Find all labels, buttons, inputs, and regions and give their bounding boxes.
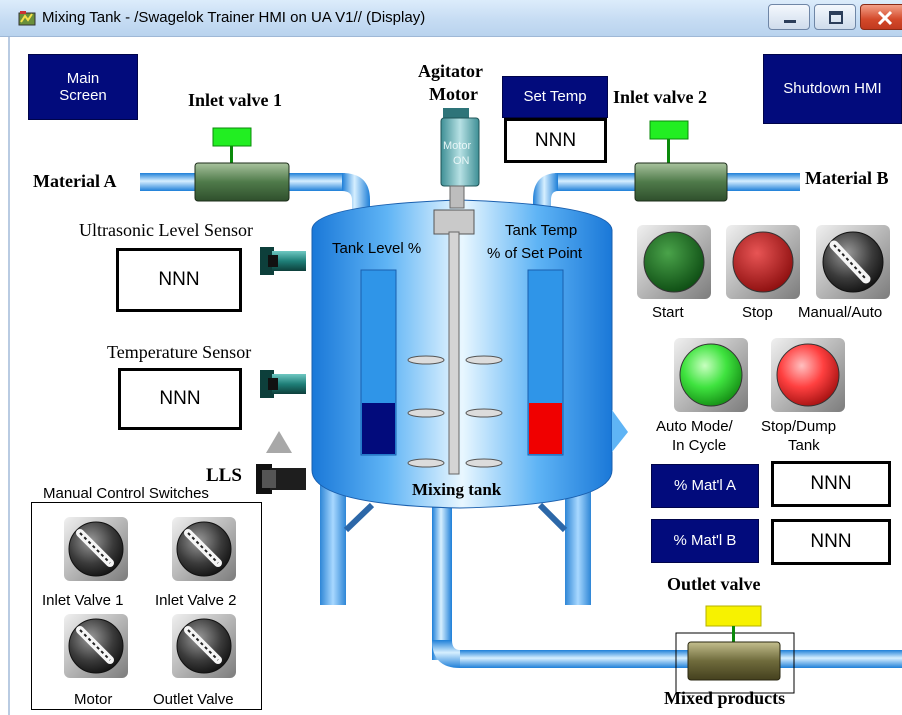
mixed-products-label: Mixed products — [664, 688, 786, 708]
outlet-pipe-horizontal — [460, 650, 902, 668]
window-title: Mixing Tank - /Swagelok Trainer HMI on U… — [42, 9, 426, 26]
close-icon — [877, 10, 893, 26]
agitator-blade — [465, 458, 503, 468]
start-button[interactable] — [637, 225, 711, 299]
mat-b-display: NNN — [771, 519, 891, 565]
inlet-valve-1-stem — [230, 146, 233, 164]
outlet-valve-indicator — [705, 605, 762, 627]
shutdown-hmi-button[interactable]: Shutdown HMI — [763, 54, 902, 124]
tank-leg-brace-right — [537, 502, 568, 533]
lls-label: LLS — [206, 465, 242, 486]
temperature-sensor-icon — [260, 370, 306, 398]
temperature-display: NNN — [118, 368, 242, 430]
stop-dump-indicator-light — [771, 338, 845, 412]
window-frame-left — [8, 37, 10, 715]
agitator-blade — [465, 408, 503, 418]
manual-switches-title: Manual Control Switches — [43, 485, 209, 502]
ultrasonic-level-display: NNN — [116, 248, 242, 312]
agitator-motor-label-1: Agitator — [418, 61, 483, 81]
main-screen-button[interactable]: Main Screen — [28, 54, 138, 120]
agitator-shaft — [448, 231, 460, 475]
set-temp-button[interactable]: Set Temp — [502, 76, 608, 118]
motor-on-label-1: Motor — [443, 140, 472, 152]
inlet-valve-1-switch[interactable] — [64, 517, 128, 581]
inlet-valve-1-switch-label: Inlet Valve 1 — [42, 592, 124, 609]
hmi-app-icon — [18, 11, 36, 26]
stop-dump-label-1: Stop/Dump — [761, 418, 837, 435]
agitator-blade — [465, 355, 503, 365]
inlet-valve-1-label: Inlet valve 1 — [188, 90, 282, 110]
outlet-valve-switch-label: Outlet Valve — [153, 691, 234, 708]
outlet-valve-body[interactable] — [687, 641, 781, 681]
inlet-valve-2-label: Inlet valve 2 — [613, 87, 707, 107]
close-button[interactable] — [860, 4, 902, 30]
tank-temp-label-2: % of Set Point — [487, 245, 583, 262]
manual-auto-label: Manual/Auto — [798, 304, 883, 321]
mat-a-display: NNN — [771, 461, 891, 507]
pct-mat-a-button[interactable]: % Mat'l A — [651, 464, 759, 508]
material-a-label: Material A — [33, 171, 117, 191]
set-temp-display: NNN — [504, 118, 607, 163]
maximize-button[interactable] — [814, 4, 856, 30]
motor-switch-label: Motor — [74, 691, 113, 708]
outlet-pipe-down — [432, 480, 452, 660]
inlet-valve-2-indicator — [649, 120, 689, 140]
motor-on-label-2: ON — [453, 155, 470, 167]
start-label: Start — [652, 304, 684, 321]
agitator-blade — [407, 458, 445, 468]
inlet-valve-2-switch-label: Inlet Valve 2 — [155, 592, 237, 609]
tank-temp-label-1: Tank Temp — [505, 222, 578, 239]
material-b-label: Material B — [805, 168, 889, 188]
ultrasonic-sensor-label: Ultrasonic Level Sensor — [79, 220, 253, 240]
title-bar[interactable]: Mixing Tank - /Swagelok Trainer HMI on U… — [0, 0, 902, 37]
outlet-valve-switch[interactable] — [172, 614, 236, 678]
maximize-icon — [829, 11, 843, 24]
minimize-button[interactable] — [768, 4, 810, 30]
stop-button[interactable] — [726, 225, 800, 299]
inlet-valve-1-body[interactable] — [194, 162, 290, 202]
tank-level-label: Tank Level % — [332, 240, 422, 257]
ultrasonic-sensor-icon — [260, 247, 306, 275]
agitator-blade — [407, 408, 445, 418]
tank-leg-left — [320, 480, 346, 605]
agitator-motor-label-2: Motor — [429, 84, 478, 104]
auto-mode-indicator-light — [674, 338, 748, 412]
mixing-tank-label: Mixing tank — [412, 480, 502, 499]
outlet-valve-stem — [732, 626, 735, 642]
tank-outline-arrow — [612, 410, 628, 452]
stop-label: Stop — [742, 304, 773, 321]
manual-control-panel — [31, 502, 262, 710]
tank-level-fill — [362, 403, 395, 454]
tank-leg-right — [565, 480, 591, 605]
agitator-coupling — [433, 209, 475, 235]
outlet-valve-label: Outlet valve — [667, 574, 761, 594]
lls-indicator-triangle — [266, 431, 292, 453]
agitator-motor[interactable] — [440, 108, 480, 209]
auto-mode-label-2: In Cycle — [672, 437, 727, 454]
tank-temp-fill — [529, 403, 562, 454]
agitator-blade — [407, 355, 445, 365]
motor-switch[interactable] — [64, 614, 128, 678]
pct-mat-b-button[interactable]: % Mat'l B — [651, 519, 759, 563]
inlet-valve-2-switch[interactable] — [172, 517, 236, 581]
stop-dump-label-2: Tank — [788, 437, 820, 454]
auto-mode-label-1: Auto Mode/ — [656, 418, 733, 435]
tank-leg-brace-left — [343, 502, 375, 533]
inlet-valve-1-indicator — [212, 127, 252, 147]
manual-auto-switch[interactable] — [816, 225, 890, 299]
inlet-valve-2-body[interactable] — [634, 162, 728, 202]
lls-sensor-icon — [256, 464, 306, 494]
minimize-icon — [784, 20, 796, 23]
inlet-valve-2-stem — [667, 139, 670, 163]
temperature-sensor-label: Temperature Sensor — [107, 342, 252, 362]
